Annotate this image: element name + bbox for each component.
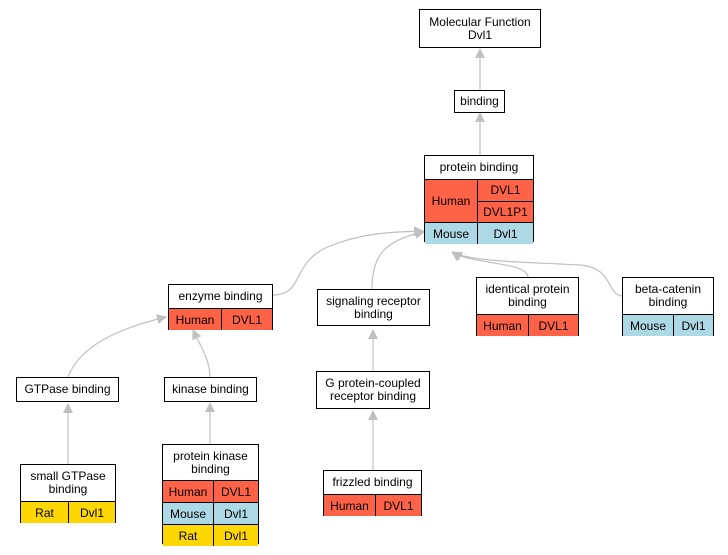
edge-signaling-to-protein (371, 228, 425, 290)
node-kinase-binding[interactable]: kinase binding (164, 377, 257, 402)
edge-enzyme-to-protein (272, 226, 424, 296)
node-protein-binding[interactable]: protein binding Human DVL1 DVL1P1 Mouse … (424, 155, 534, 244)
gpcr-line1: G protein-coupled (325, 376, 421, 390)
protein-kinase-gene-human: DVL1 (213, 481, 258, 502)
beta-catenin-species: Mouse (623, 315, 673, 336)
root-title-line2: Dvl1 (467, 27, 492, 42)
root-title-line1: Molecular Function (429, 14, 531, 29)
protein-kinase-line1: protein kinase (173, 448, 248, 463)
identical-protein-species: Human (477, 315, 528, 336)
edge-kinase-to-enzyme (192, 329, 211, 378)
frizzled-binding-species: Human (324, 495, 375, 516)
protein-kinase-species-rat: Rat (163, 525, 213, 546)
frizzled-binding-gene: DVL1 (375, 495, 421, 516)
node-beta-catenin-binding[interactable]: beta-catenin binding Mouse Dvl1 (622, 277, 714, 336)
identical-protein-line1: identical protein (485, 282, 570, 296)
node-frizzled-binding[interactable]: frizzled binding Human DVL1 (323, 470, 422, 516)
enzyme-binding-species: Human (169, 309, 221, 330)
signaling-receptor-line1: signaling receptor (326, 293, 421, 308)
node-identical-protein-binding[interactable]: identical protein binding Human DVL1 (476, 277, 579, 336)
protein-kinase-species-human: Human (163, 481, 213, 502)
edge-betacatenin-to-protein (452, 251, 623, 297)
protein-binding-title: protein binding (439, 160, 519, 174)
node-gpcr-binding[interactable]: G protein-coupled receptor binding (316, 371, 430, 409)
identical-protein-gene: DVL1 (528, 315, 578, 336)
enzyme-binding-gene: DVL1 (221, 309, 272, 330)
enzyme-binding-title: enzyme binding (178, 289, 263, 303)
protein-binding-mouse-gene: Dvl1 (477, 223, 533, 244)
protein-kinase-gene-mouse: Dvl1 (213, 503, 258, 524)
node-small-gtpase-binding[interactable]: small GTPase binding Rat Dvl1 (20, 464, 116, 523)
small-gtpase-line1: small GTPase (30, 469, 106, 483)
binding-label: binding (460, 94, 499, 108)
node-enzyme-binding[interactable]: enzyme binding Human DVL1 (168, 284, 273, 330)
identical-protein-line2: binding (508, 295, 547, 309)
beta-catenin-line1: beta-catenin (634, 282, 702, 296)
protein-binding-human-species: Human (425, 180, 477, 222)
signaling-receptor-line2: binding (354, 306, 393, 321)
node-signaling-receptor-binding[interactable]: signaling receptor binding (317, 289, 430, 326)
protein-kinase-gene-rat: Dvl1 (213, 525, 258, 546)
protein-kinase-line2: binding (191, 461, 230, 476)
gtpase-binding-label: GTPase binding (24, 382, 111, 396)
frizzled-binding-title: frizzled binding (332, 475, 413, 489)
node-gtpase-binding[interactable]: GTPase binding (16, 377, 119, 402)
small-gtpase-line2: binding (48, 482, 88, 496)
protein-binding-gene-dvl1p1: DVL1P1 (478, 200, 533, 223)
small-gtpase-gene: Dvl1 (68, 502, 115, 523)
kinase-binding-label: kinase binding (172, 382, 249, 396)
protein-binding-gene-dvl1: DVL1 (490, 183, 521, 198)
beta-catenin-gene: Dvl1 (673, 315, 713, 336)
gpcr-line2: receptor binding (329, 389, 417, 403)
edge-gtpase-to-enzyme (67, 314, 167, 378)
node-molecular-function-root[interactable]: Molecular Function Dvl1 (419, 9, 541, 48)
beta-catenin-line2: binding (648, 295, 688, 309)
protein-binding-mouse-species: Mouse (425, 223, 477, 244)
small-gtpase-species: Rat (21, 502, 68, 523)
protein-kinase-species-mouse: Mouse (163, 503, 213, 524)
node-binding[interactable]: binding (454, 90, 505, 113)
node-protein-kinase-binding[interactable]: protein kinase binding Human DVL1 Mouse … (162, 444, 259, 546)
